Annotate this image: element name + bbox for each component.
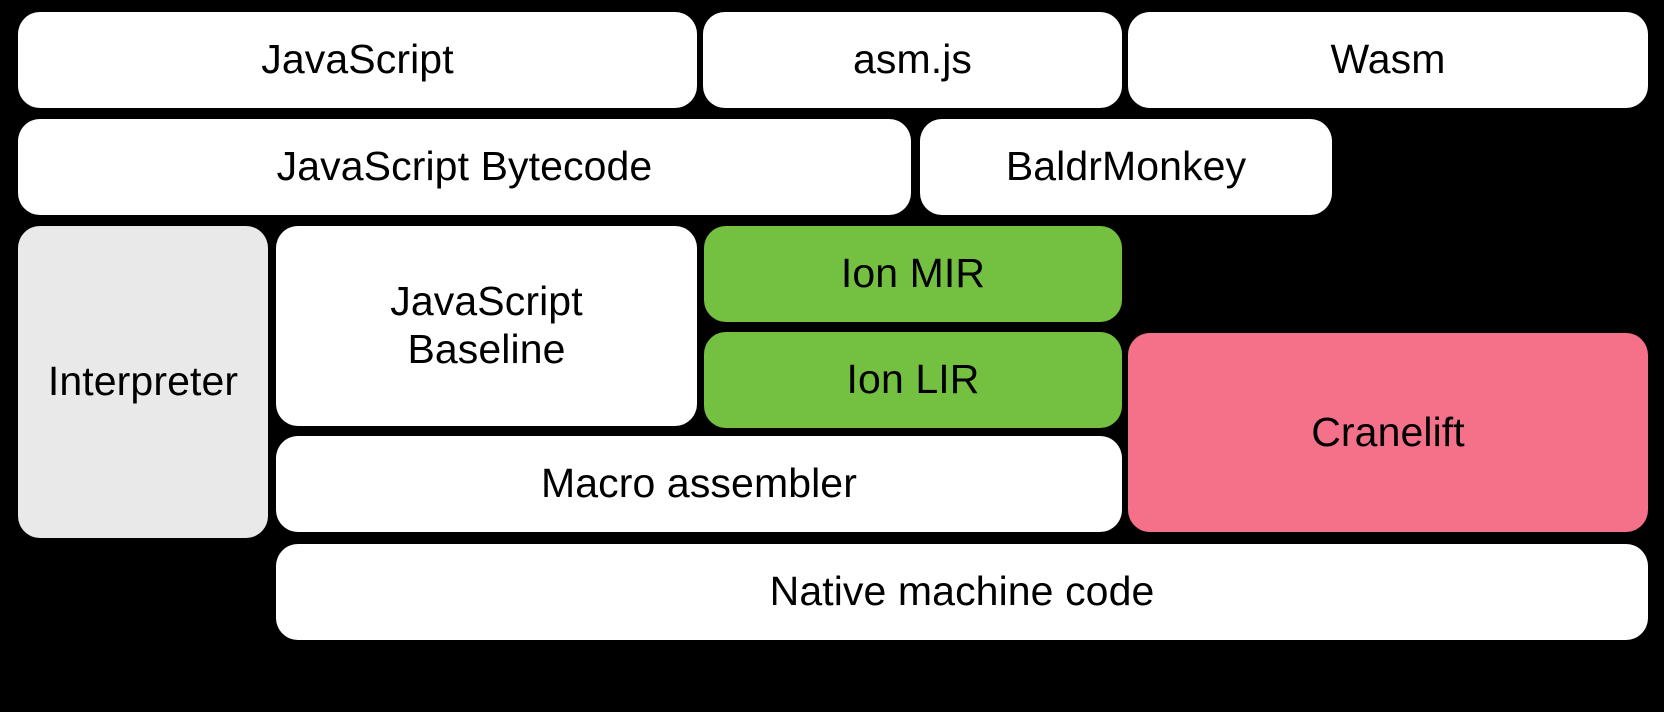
box-label-javascript-baseline: JavaScript Baseline	[390, 278, 583, 372]
box-label-ion-mir: Ion MIR	[840, 250, 986, 297]
box-javascript-bytecode[interactable]: JavaScript Bytecode	[18, 119, 911, 215]
box-label-native-machine-code: Native machine code	[769, 568, 1155, 615]
box-label-asm-js: asm.js	[852, 36, 973, 83]
box-label-macro-assembler: Macro assembler	[541, 460, 857, 507]
box-label-javascript: JavaScript	[261, 36, 454, 83]
box-label-cranelift: Cranelift	[1311, 408, 1465, 455]
box-native-machine-code[interactable]: Native machine code	[276, 544, 1648, 640]
box-javascript[interactable]: JavaScript	[18, 12, 697, 108]
box-macro-assembler[interactable]: Macro assembler	[276, 436, 1122, 532]
box-label-wasm: Wasm	[1330, 36, 1446, 83]
box-ion-mir[interactable]: Ion MIR	[704, 226, 1122, 322]
box-javascript-baseline[interactable]: JavaScript Baseline	[276, 226, 697, 426]
box-label-interpreter: Interpreter	[47, 358, 239, 405]
box-asm-js[interactable]: asm.js	[703, 12, 1122, 108]
box-interpreter[interactable]: Interpreter	[18, 226, 268, 538]
box-ion-lir[interactable]: Ion LIR	[704, 332, 1122, 428]
box-label-ion-lir: Ion LIR	[846, 356, 980, 403]
box-baldrmonkey[interactable]: BaldrMonkey	[920, 119, 1332, 215]
box-label-javascript-bytecode: JavaScript Bytecode	[276, 143, 653, 190]
box-wasm[interactable]: Wasm	[1128, 12, 1648, 108]
box-label-baldrmonkey: BaldrMonkey	[1005, 143, 1247, 190]
box-cranelift[interactable]: Cranelift	[1128, 333, 1648, 532]
